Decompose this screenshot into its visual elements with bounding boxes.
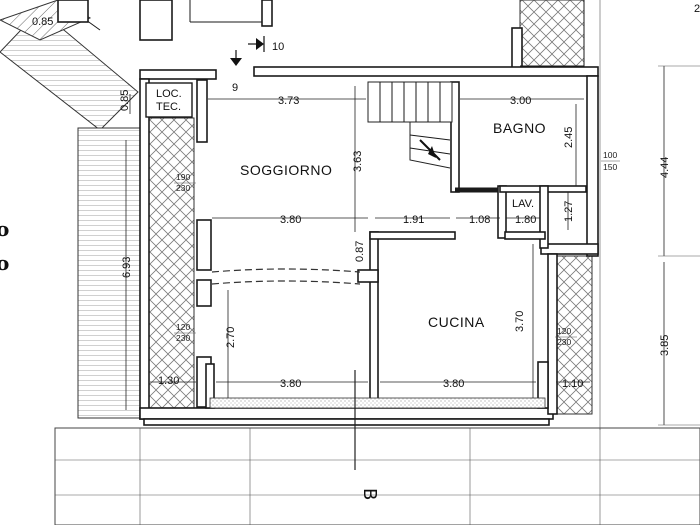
open-passage	[211, 268, 361, 285]
top-structure	[57, 0, 601, 430]
edge-char-bottom: o	[0, 251, 9, 275]
dim-lav-height: 1.27	[563, 201, 575, 222]
dim-lav-width: 1.80	[515, 214, 536, 226]
dimension-lines	[125, 65, 700, 426]
dim-left-6-93: 6.93	[121, 257, 133, 278]
dim-bottom-right-1-10: 1.10	[562, 378, 583, 390]
left-hatched-strip	[145, 117, 195, 411]
svg-text:190: 190	[176, 172, 190, 182]
svg-text:230: 230	[557, 337, 571, 347]
svg-text:120: 120	[176, 322, 190, 332]
dim-bagno-height: 2.45	[563, 127, 575, 148]
svg-text:120: 120	[557, 326, 571, 336]
terrace-grid	[55, 428, 700, 525]
left-ramp	[77, 127, 141, 419]
dim-bottom-left-1-30: 1.30	[158, 375, 179, 387]
window-note-3: 120 230	[174, 322, 196, 343]
svg-text:150: 150	[603, 162, 617, 172]
room-label-loc: LOC.	[156, 88, 182, 100]
dim-soggiorno-width: 3.73	[278, 95, 299, 107]
marker-10: 10	[272, 41, 284, 53]
window-note-4: 120 230	[555, 326, 577, 347]
dim-total-right-lower: 3.85	[659, 335, 671, 356]
interior-walls	[145, 79, 587, 409]
entrance-arrows	[230, 36, 265, 66]
edge-char-top: o	[0, 217, 9, 241]
dim-bottom-3-80-a: 3.80	[280, 378, 301, 390]
top-right-hatched	[519, 0, 585, 67]
dim-door-0-87: 0.87	[354, 241, 366, 262]
dim-mid-3-80: 3.80	[280, 214, 301, 226]
bottom-terrace	[54, 427, 700, 525]
dim-bottom-3-80-b: 3.80	[443, 378, 464, 390]
room-label-cucina: CUCINA	[428, 314, 485, 330]
dim-loc-tec-height: 0.85	[119, 90, 131, 111]
dim-top-right-edge: 2	[694, 3, 700, 15]
dim-cucina-height: 3.70	[514, 311, 526, 332]
dim-top-left: 0.85	[32, 16, 53, 28]
svg-text:230: 230	[176, 333, 190, 343]
svg-text:100: 100	[603, 150, 617, 160]
marker-9: 9	[232, 82, 238, 94]
svg-text:230: 230	[176, 183, 190, 193]
room-label-tec: TEC.	[156, 101, 181, 113]
staircase	[367, 81, 453, 169]
window-note-2: 100 150	[601, 150, 620, 172]
dim-total-right-upper: 4.44	[659, 157, 671, 178]
room-label-soggiorno: SOGGIORNO	[240, 162, 332, 178]
dim-left-2-70: 2.70	[225, 327, 237, 348]
dim-bagno-width: 3.00	[510, 95, 531, 107]
section-marker-b: B	[359, 488, 380, 500]
window-note-1: 190 230	[174, 172, 196, 193]
dim-soggiorno-height: 3.63	[352, 151, 364, 172]
outer-walls	[139, 66, 599, 426]
dim-mid-1-08: 1.08	[469, 214, 490, 226]
dim-mid-1-91: 1.91	[403, 214, 424, 226]
room-label-lav: LAV.	[512, 198, 534, 210]
room-label-bagno: BAGNO	[493, 120, 546, 136]
